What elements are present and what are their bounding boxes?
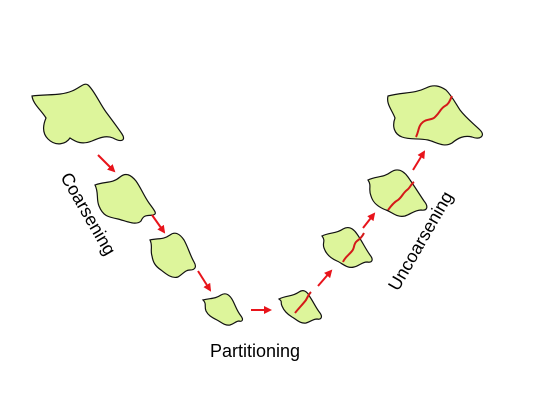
arrow-uncoarsen-2 <box>362 212 376 229</box>
partitioning-label: Partitioning <box>210 341 300 361</box>
graph-uncoarsen-3 <box>387 85 484 146</box>
partition-cut-uncoarsen-2 <box>387 181 415 211</box>
graph-level-1 <box>31 83 125 145</box>
arrow-coarsen-3 <box>197 270 212 292</box>
graph-uncoarsen-2 <box>367 169 428 217</box>
arrow-coarsen-2 <box>151 214 166 234</box>
partition-cut-base <box>294 291 312 314</box>
partition-cut-uncoarsen-3 <box>415 95 453 138</box>
arrow-uncoarsen-3 <box>412 150 426 171</box>
graph-uncoarsen-1 <box>321 227 373 268</box>
partition-cut-uncoarsen-1 <box>342 232 365 263</box>
arrow-uncoarsen-1 <box>317 269 333 287</box>
graph-level-2 <box>94 173 156 224</box>
arrow-coarsen-1 <box>97 154 116 173</box>
graph-level-4 <box>201 293 244 326</box>
graph-level-3 <box>149 232 196 279</box>
